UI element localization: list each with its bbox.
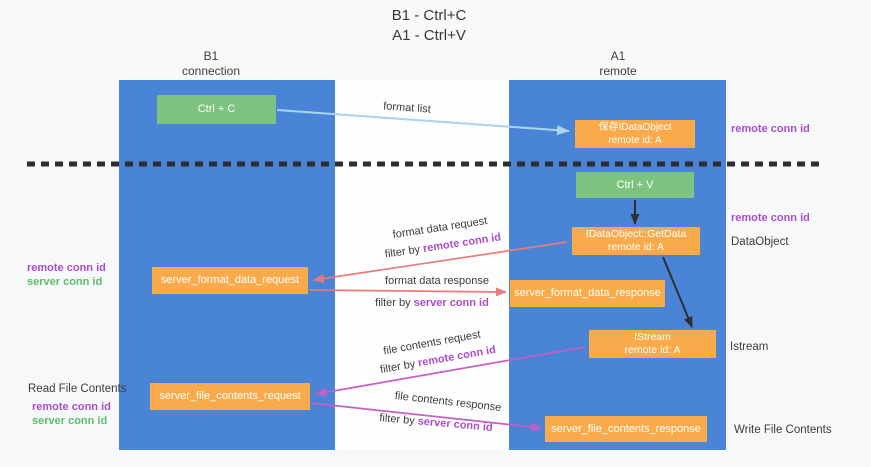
- title-line-1: B1 - Ctrl+C: [391, 7, 467, 24]
- node-server-file-contents-request-label: server_file_contents_request: [159, 390, 301, 402]
- diagram-title: B1 - Ctrl+C A1 - Ctrl+V: [392, 6, 467, 46]
- filter-key-server-conn-id: server conn id: [413, 297, 489, 309]
- arrow-file-contents-response: [310, 402, 542, 432]
- annotation-file-remote-conn-id: remote conn id: [32, 401, 111, 413]
- arrow-file-contents-request: [315, 346, 586, 397]
- column-b1-role: connection: [181, 64, 241, 78]
- node-server-format-data-response: server_format_data_response: [510, 280, 665, 307]
- node-server-format-data-response-label: server_format_data_response: [514, 287, 661, 299]
- node-getdata-line2: remote id: A: [607, 241, 665, 253]
- title-line-2: A1 - Ctrl+V: [392, 27, 466, 44]
- node-server-file-contents-request: server_file_contents_request: [150, 383, 310, 410]
- arrow-getdata-to-istream: [662, 256, 693, 328]
- node-ctrl-c: Ctrl + C: [157, 95, 276, 124]
- node-getdata-line1: IDataObject::GetData: [585, 228, 687, 240]
- column-a1-name: A1: [610, 49, 626, 63]
- annotation-format-conn-ids: remote conn id server conn id: [27, 261, 106, 289]
- column-header-b1: B1 connection: [182, 49, 240, 79]
- node-istream-line2: remote id: A: [624, 344, 681, 356]
- node-save-idataobject: 保存IDataObject remote id: A: [575, 120, 695, 148]
- filter-prefix: filter by: [375, 297, 411, 309]
- node-ctrl-v-label: Ctrl + V: [616, 178, 654, 191]
- column-a1-role: remote: [599, 64, 637, 78]
- node-istream-line1: IStream: [634, 331, 671, 343]
- annotation-file-conn-ids: remote conn id server conn id: [32, 400, 111, 428]
- node-istream: IStream remote id: A: [589, 330, 716, 358]
- node-server-file-contents-response-label: server_file_contents_response: [551, 422, 701, 435]
- node-ctrl-c-label: Ctrl + C: [197, 103, 236, 115]
- node-server-file-contents-response: server_file_contents_response: [545, 416, 707, 442]
- arrow-format-data-request: [313, 241, 568, 283]
- message-channel-background: [335, 80, 509, 450]
- column-b1-name: B1: [203, 49, 219, 63]
- node-idataobject-getdata: IDataObject::GetData remote id: A: [572, 227, 700, 255]
- node-save-idataobject-line2: remote id: A: [608, 135, 662, 146]
- annotation-dataobject: DataObject: [731, 236, 789, 248]
- annotation-write-file-contents: Write File Contents: [734, 424, 832, 436]
- annotation-format-server-conn-id: server conn id: [27, 276, 103, 288]
- arrow-format-list: [276, 109, 570, 136]
- node-server-format-data-request-label: server_format_data_request: [160, 274, 300, 286]
- node-server-format-data-request: server_format_data_request: [152, 267, 308, 294]
- annotation-read-file-contents: Read File Contents: [28, 383, 127, 395]
- annotation-file-server-conn-id: server conn id: [32, 415, 108, 427]
- node-save-idataobject-line1: 保存IDataObject: [598, 122, 672, 133]
- label-format-data-response: format data response: [385, 275, 489, 287]
- annotation-format-remote-conn-id: remote conn id: [27, 262, 106, 274]
- annotation-remote-conn-id-mid: remote conn id: [731, 212, 810, 224]
- column-header-a1: A1 remote: [599, 49, 636, 79]
- node-ctrl-v: Ctrl + V: [576, 172, 694, 198]
- arrow-format-data-response: [308, 287, 507, 297]
- annotation-remote-conn-id-top: remote conn id: [731, 123, 810, 135]
- annotation-istream: Istream: [730, 341, 769, 353]
